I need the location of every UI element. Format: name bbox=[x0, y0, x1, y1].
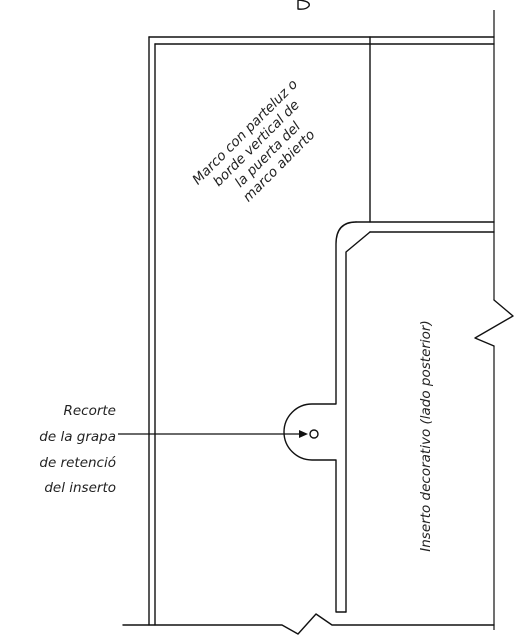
cutout-label-line-1: Recorte bbox=[63, 403, 116, 419]
cutout-label-line-3: de retenció bbox=[39, 455, 116, 471]
right-break-symbol bbox=[474, 299, 514, 347]
clip-hole bbox=[309, 429, 319, 439]
cutout-label-line-4: del inserto bbox=[44, 480, 116, 496]
bottom-break-line bbox=[122, 613, 495, 635]
cutout-label-line-2: de la grapa bbox=[39, 429, 116, 445]
frame-label: Marco con parteluz o borde vertical de l… bbox=[189, 76, 318, 205]
cutout-label: Recorte de la grapa de retenció del inse… bbox=[39, 403, 116, 496]
insert-label: Inserto decorativo (lado posterior) bbox=[418, 320, 434, 551]
insert-inner-profile bbox=[345, 231, 371, 613]
cropped-top-glyph bbox=[297, 0, 310, 10]
cutout-leader-arrowhead bbox=[299, 430, 308, 438]
insert-outer-profile bbox=[283, 221, 357, 613]
